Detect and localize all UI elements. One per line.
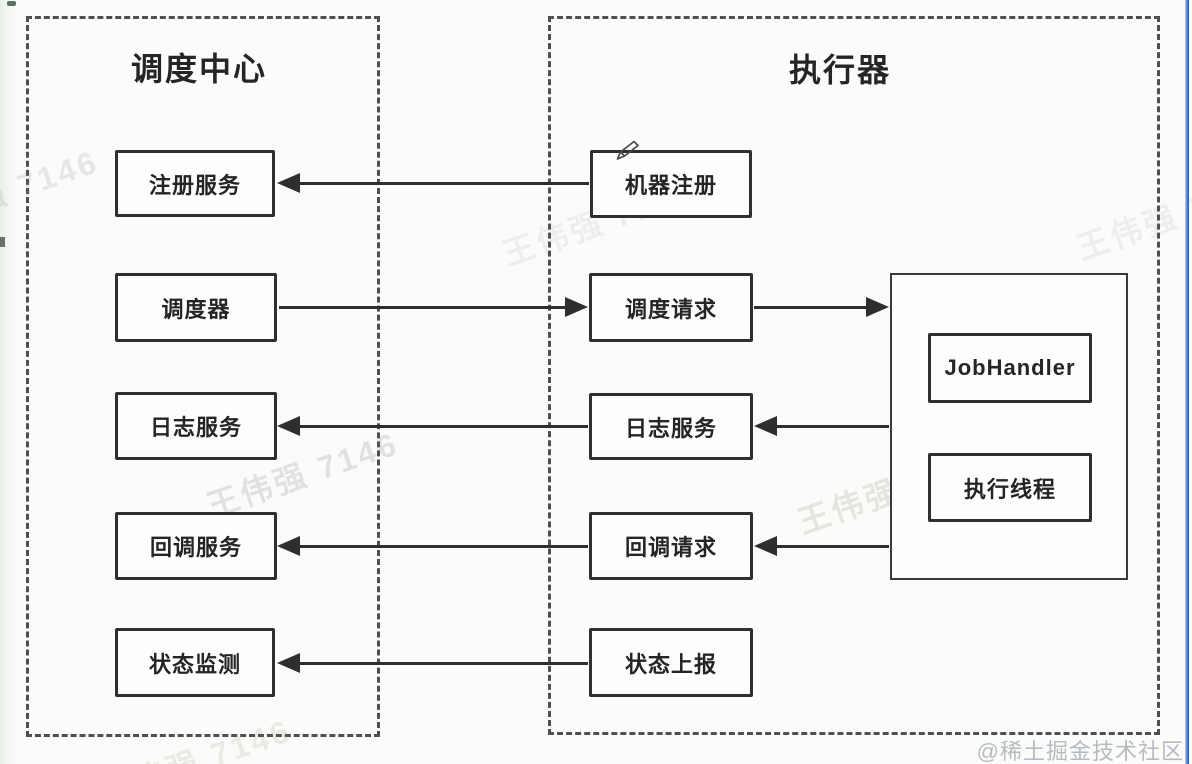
node-scheduler: 调度器 — [115, 273, 277, 342]
brand-watermark: @稀土掘金技术社区 — [976, 739, 1184, 764]
executor-runtime-box — [890, 273, 1128, 580]
node-label: 执行线程 — [963, 476, 1056, 502]
node-label: JobHandler — [944, 355, 1076, 380]
node-label: 调度器 — [161, 296, 231, 322]
node-label: 回调服务 — [149, 535, 242, 560]
node-label: 日志服务 — [149, 415, 242, 440]
panel-title-executor: 执行器 — [789, 52, 892, 88]
node-schedule-request: 调度请求 — [589, 273, 753, 342]
screenshot-artifact — [0, 237, 5, 247]
node-label: 注册服务 — [148, 172, 241, 198]
panel-title-scheduler-center: 调度中心 — [131, 51, 268, 87]
node-log-service-center: 日志服务 — [115, 392, 277, 460]
node-label: 调度请求 — [624, 296, 717, 322]
pencil-icon — [615, 139, 641, 161]
node-exec-thread: 执行线程 — [928, 453, 1092, 522]
node-callback-service: 回调服务 — [115, 512, 277, 580]
node-machine-register: 机器注册 — [590, 150, 752, 218]
node-log-service-executor: 日志服务 — [589, 393, 753, 460]
node-status-report: 状态上报 — [589, 628, 753, 697]
node-label: 状态上报 — [624, 651, 717, 677]
node-callback-request: 回调请求 — [589, 512, 753, 580]
panel-executor — [548, 16, 1160, 735]
left-edge-tint — [0, 0, 15, 764]
node-label: 状态监测 — [148, 651, 241, 677]
node-label: 日志服务 — [624, 415, 717, 441]
node-status-monitor: 状态监测 — [115, 628, 275, 697]
node-register-service: 注册服务 — [115, 150, 275, 217]
node-label: 回调请求 — [624, 535, 717, 560]
panel-scheduler-center — [26, 16, 380, 737]
right-edge-blue-strip — [1185, 0, 1189, 764]
node-job-handler: JobHandler — [928, 333, 1092, 403]
node-label: 机器注册 — [624, 173, 717, 198]
screenshot-artifact — [7, 1, 16, 6]
